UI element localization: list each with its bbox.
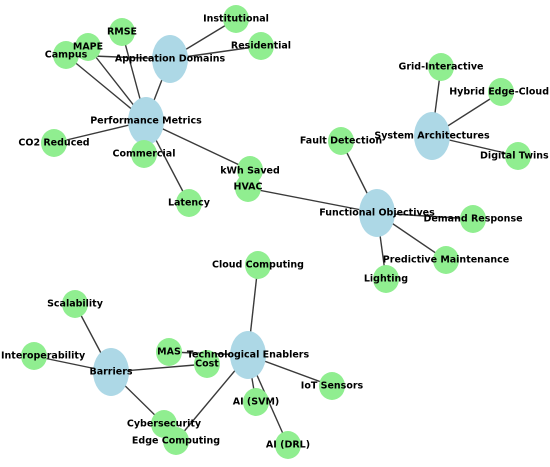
node-label-fault-detection: Fault Detection [300, 136, 382, 147]
node-lighting[interactable] [373, 265, 399, 293]
node-label-technological-enablers: Technological Enablers [187, 350, 310, 361]
node-label-commercial: Commercial [113, 149, 176, 160]
node-label-mas: MAS [157, 347, 181, 358]
edge-functional-objectives-to-hvac [247, 187, 378, 214]
node-label-system-architectures: System Architectures [374, 131, 490, 142]
node-ai-svm[interactable] [243, 388, 269, 416]
node-digital-twins[interactable] [505, 142, 531, 170]
node-hvac[interactable] [235, 174, 261, 202]
node-predictive-maintenance[interactable] [433, 246, 459, 274]
node-cybersecurity[interactable] [151, 410, 177, 438]
node-institutional[interactable] [223, 5, 249, 33]
node-mas[interactable] [156, 338, 182, 366]
node-ai-drl[interactable] [275, 431, 301, 459]
node-cloud-computing[interactable] [245, 251, 271, 279]
node-label-mape: MAPE [73, 42, 103, 53]
node-label-kwh-saved: kWh Saved [220, 166, 280, 177]
node-residential[interactable] [248, 32, 274, 60]
node-functional-objectives[interactable] [359, 189, 395, 237]
node-co2-reduced[interactable] [41, 129, 67, 157]
node-label-campus: Campus [45, 50, 88, 61]
node-latency[interactable] [176, 189, 202, 217]
node-label-interoperability: Interoperability [1, 351, 86, 362]
node-label-ai-drl: AI (DRL) [266, 440, 310, 451]
node-label-demand-response: Demand Response [423, 214, 522, 225]
node-cost[interactable] [194, 350, 220, 378]
node-label-hvac: HVAC [234, 182, 263, 193]
node-technological-enablers[interactable] [230, 331, 266, 379]
edge-performance-metrics-to-kwh-saved [145, 120, 251, 171]
node-label-iot-sensors: IoT Sensors [301, 381, 364, 392]
node-commercial[interactable] [131, 140, 157, 168]
node-system-architectures[interactable] [414, 112, 450, 160]
node-label-application-domains: Application Domains [115, 54, 226, 65]
node-label-ai-svm: AI (SVM) [233, 397, 280, 408]
node-label-cloud-computing: Cloud Computing [212, 260, 304, 271]
node-demand-response[interactable] [460, 205, 486, 233]
node-label-predictive-maintenance: Predictive Maintenance [383, 255, 509, 266]
nodes-layer [21, 5, 531, 459]
node-label-residential: Residential [231, 41, 291, 52]
node-label-grid-interactive: Grid-Interactive [399, 62, 484, 73]
node-label-institutional: Institutional [203, 14, 269, 25]
node-label-latency: Latency [168, 198, 211, 209]
node-application-domains[interactable] [152, 35, 188, 83]
node-hybrid-edge-cloud[interactable] [488, 78, 514, 106]
node-label-hybrid-edge-cloud: Hybrid Edge-Cloud [449, 87, 549, 98]
node-label-scalability: Scalability [47, 299, 104, 310]
node-rmse[interactable] [109, 18, 135, 46]
node-performance-metrics[interactable] [128, 97, 164, 145]
node-label-cost: Cost [195, 359, 219, 370]
node-fault-detection[interactable] [328, 127, 354, 155]
node-label-barriers: Barriers [89, 367, 132, 378]
node-label-co2-reduced: CO2 Reduced [18, 138, 89, 149]
node-label-edge-computing: Edge Computing [132, 436, 220, 447]
node-label-performance-metrics: Performance Metrics [90, 116, 202, 127]
node-label-functional-objectives: Functional Objectives [319, 208, 435, 219]
node-label-digital-twins: Digital Twins [480, 151, 549, 162]
node-interoperability[interactable] [21, 342, 47, 370]
node-scalability[interactable] [62, 290, 88, 318]
node-label-cybersecurity: Cybersecurity [127, 419, 202, 430]
node-label-lighting: Lighting [364, 274, 408, 285]
node-iot-sensors[interactable] [319, 372, 345, 400]
node-barriers[interactable] [93, 348, 129, 396]
node-mape[interactable] [75, 33, 101, 61]
node-grid-interactive[interactable] [428, 53, 454, 81]
node-label-rmse: RMSE [107, 27, 137, 38]
node-campus[interactable] [53, 41, 79, 69]
